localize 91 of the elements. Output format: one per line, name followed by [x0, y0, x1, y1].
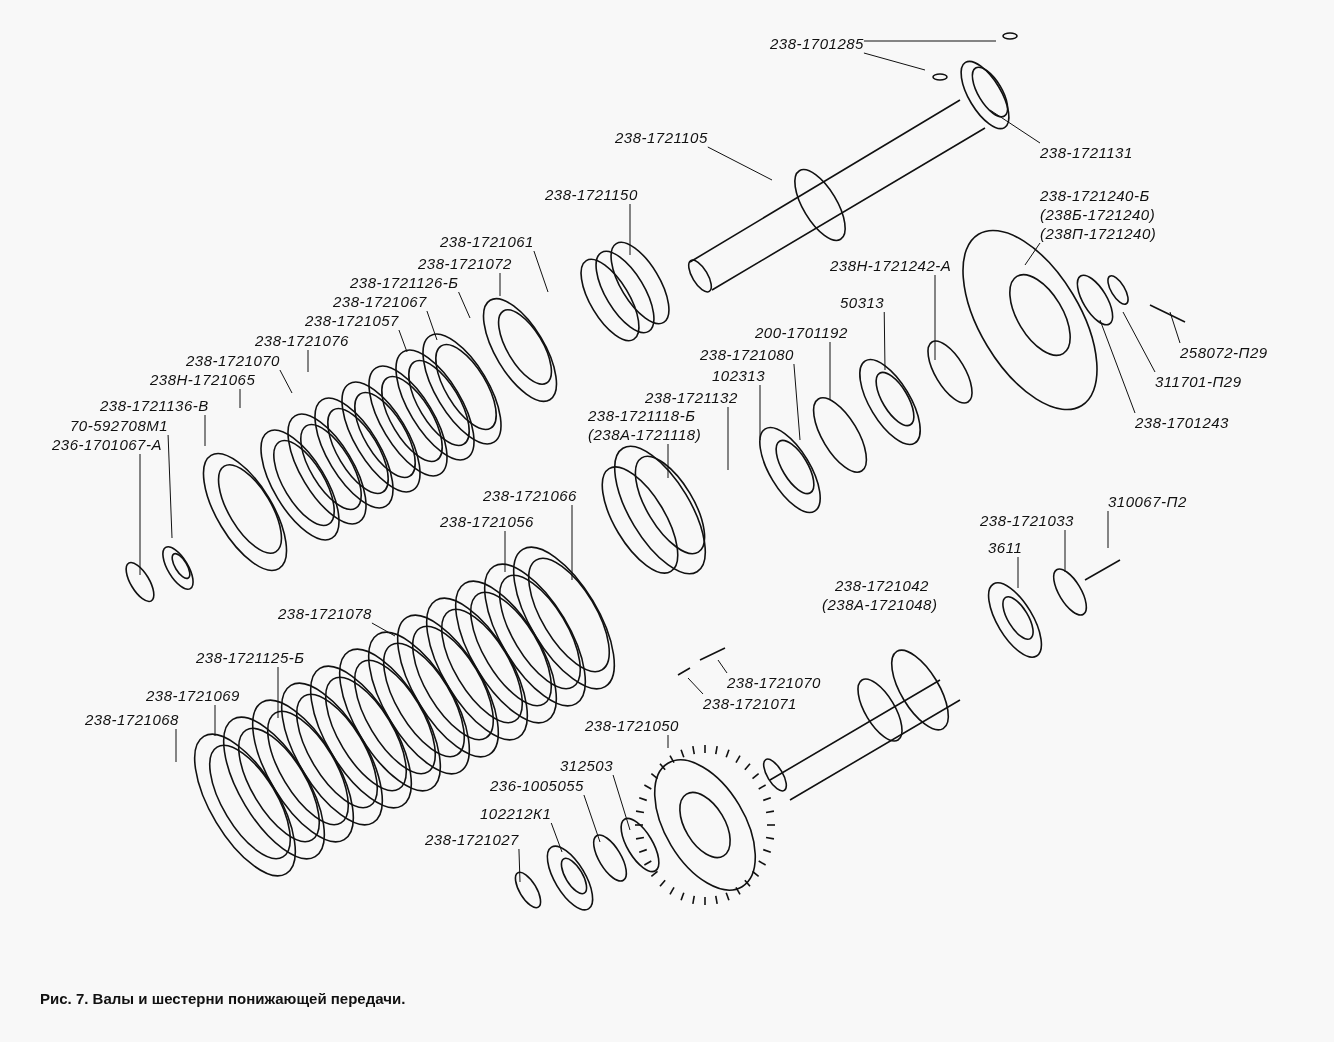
leader-line	[629, 203, 631, 256]
part-number: 310067-П2	[1108, 492, 1187, 511]
part-number: 238-1721118-Б	[588, 406, 696, 425]
part-number: 238-1721072	[418, 254, 512, 273]
leader-line	[989, 109, 1041, 144]
part-number: 238-1721080	[700, 345, 794, 364]
leader-line	[550, 822, 563, 853]
leader-line	[1099, 319, 1136, 414]
part-number: (238А-1721048)	[822, 595, 938, 614]
part-number: 238-1721067	[333, 292, 427, 311]
part-number: 238-1721066	[483, 486, 577, 505]
part-number: 236-1701067-А	[52, 435, 162, 454]
leader-line	[571, 504, 573, 581]
part-number: 3611	[988, 538, 1023, 557]
leader-line	[1024, 242, 1041, 266]
part-number: 238Н-1721242-А	[830, 256, 952, 275]
part-number: 238-1701285	[770, 34, 864, 53]
leader-line	[167, 434, 173, 539]
part-number: 258072-П29	[1180, 343, 1268, 362]
part-number: 238-1721132	[645, 388, 738, 407]
leader-line	[499, 272, 501, 297]
part-number: 238-1721027	[425, 830, 519, 849]
leader-line	[214, 704, 216, 737]
leader-line	[863, 40, 997, 42]
part-number: 312503	[560, 756, 614, 775]
leader-line	[717, 659, 728, 674]
part-number: 238-1721068	[85, 710, 179, 729]
part-number: 102313	[712, 366, 766, 385]
part-number: 238-1721069	[146, 686, 240, 705]
leader-line	[518, 848, 521, 883]
leader-line	[863, 52, 926, 71]
leader-line	[398, 329, 408, 353]
leader-line	[1107, 510, 1109, 549]
leader-line	[175, 728, 177, 763]
part-number: 238-1721150	[545, 185, 638, 204]
part-number: 102212К1	[480, 804, 552, 823]
part-number: 238-1721042	[835, 576, 929, 595]
part-number: 70-592708М1	[70, 416, 169, 435]
part-number: 236-1005055	[490, 776, 584, 795]
part-number: 238Н-1721065	[150, 370, 256, 389]
leader-line	[458, 291, 471, 319]
leader-line	[1017, 556, 1019, 589]
leader-line	[426, 310, 438, 341]
leader-line	[533, 250, 549, 293]
leader-line	[583, 794, 601, 843]
leader-line	[1169, 311, 1181, 344]
leader-line	[707, 146, 773, 181]
leader-line	[239, 388, 241, 409]
leader-line	[793, 363, 801, 441]
part-number: 238-1721126-Б	[350, 273, 459, 292]
leader-line	[727, 406, 729, 471]
part-number: 238-1721070	[186, 351, 280, 370]
part-number: 238-1721078	[278, 604, 372, 623]
part-number: (238Б-1721240)	[1040, 205, 1156, 224]
part-number: 200-1701192	[755, 323, 848, 342]
leader-line	[1122, 311, 1156, 373]
part-number: 238-1721033	[980, 511, 1074, 530]
leader-line	[139, 453, 141, 576]
leader-line	[1064, 529, 1066, 573]
part-number: 238-1721071	[703, 694, 797, 713]
leader-line	[277, 666, 279, 719]
leader-line	[279, 369, 293, 394]
part-number: 50313	[840, 293, 885, 312]
part-number: 238-1721050	[585, 716, 679, 735]
leader-line	[667, 734, 669, 749]
leader-line	[934, 274, 936, 361]
part-number: (238А-1721118)	[588, 425, 702, 444]
part-number: 238-1721240-Б	[1040, 186, 1150, 205]
part-number: 238-1721105	[615, 128, 708, 147]
leader-line	[667, 443, 669, 479]
leader-line	[371, 622, 396, 637]
part-number: 238-1721131	[1040, 143, 1133, 162]
part-number: 238-1721136-В	[100, 396, 209, 415]
part-number: 238-1721070	[727, 673, 821, 692]
leader-line	[612, 774, 631, 831]
leader-line	[759, 384, 761, 441]
part-number: 238-1721056	[440, 512, 534, 531]
leader-line	[307, 349, 309, 373]
part-number: 238-1701243	[1135, 413, 1229, 432]
leader-line	[504, 530, 506, 573]
part-number: 238-1721076	[255, 331, 349, 350]
leader-line	[204, 414, 206, 447]
leader-line	[883, 311, 886, 371]
part-number: 311701-П29	[1155, 372, 1242, 391]
figure-caption: Рис. 7. Валы и шестерни понижающей передачи.	[40, 989, 406, 1009]
leader-line	[687, 677, 704, 695]
part-number: (238П-1721240)	[1040, 224, 1157, 243]
leader-line	[829, 341, 831, 401]
part-number: 238-1721061	[440, 232, 534, 251]
part-number: 238-1721125-Б	[196, 648, 305, 667]
part-number: 238-1721057	[305, 311, 399, 330]
